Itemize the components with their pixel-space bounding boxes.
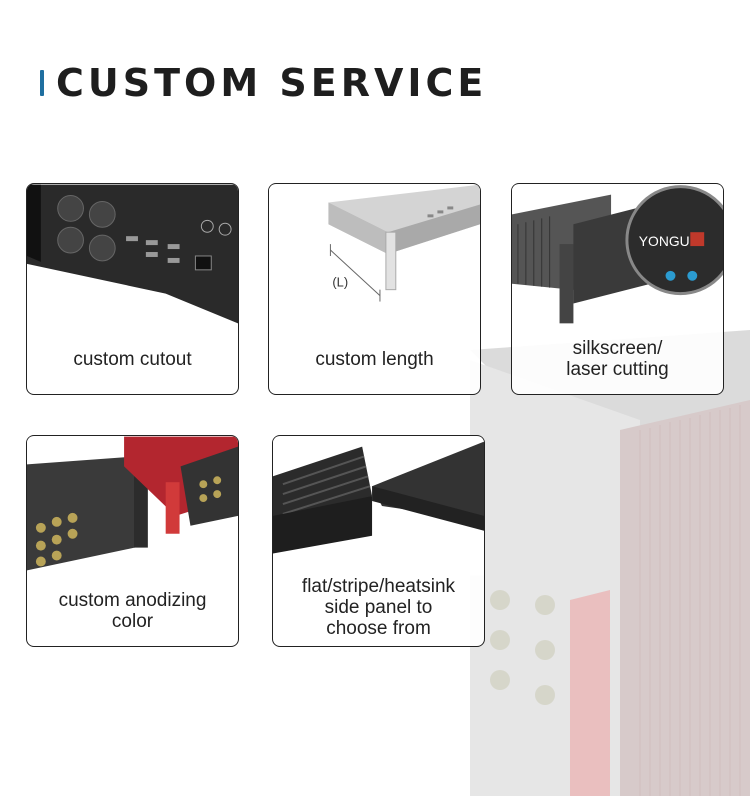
custom-length-image: (L)	[269, 184, 480, 324]
anodizing-color-image	[27, 436, 238, 576]
card-caption: custom anodizing color	[27, 576, 238, 646]
caption-line: flat/stripe/heatsink	[301, 575, 456, 597]
card-side-panel[interactable]: flat/stripe/heatsink side panel to choos…	[272, 435, 485, 647]
caption-line: custom anodizing	[58, 590, 207, 611]
section-header: CUSTOM SERVICE	[40, 60, 487, 106]
card-caption: custom cutout	[27, 324, 238, 394]
card-anodizing-color[interactable]: custom anodizing color	[26, 435, 239, 647]
custom-cutout-image	[27, 184, 238, 324]
card-caption: silkscreen/ laser cutting	[512, 324, 723, 394]
caption-line: custom cutout	[73, 348, 192, 370]
brand-logo-text: YONGU	[639, 233, 690, 249]
page-title: CUSTOM SERVICE	[56, 61, 488, 105]
caption-line: color	[111, 611, 154, 632]
silkscreen-image: YONGU	[512, 184, 723, 324]
card-custom-cutout[interactable]: custom cutout	[26, 183, 239, 395]
caption-line: laser cutting	[566, 359, 669, 380]
title-accent-bar	[40, 70, 44, 96]
card-caption: flat/stripe/heatsink side panel to choos…	[273, 568, 484, 646]
length-dimension-label: (L)	[332, 275, 348, 290]
card-silkscreen[interactable]: YONGU silkscreen/ laser cutting	[511, 183, 724, 395]
caption-line: silkscreen/	[572, 338, 663, 359]
caption-line: side panel to	[324, 596, 433, 618]
caption-line: choose from	[326, 617, 431, 639]
caption-line: custom length	[315, 348, 434, 370]
side-panel-image	[273, 436, 484, 576]
card-custom-length[interactable]: (L) custom length	[268, 183, 481, 395]
card-caption: custom length	[269, 324, 480, 394]
